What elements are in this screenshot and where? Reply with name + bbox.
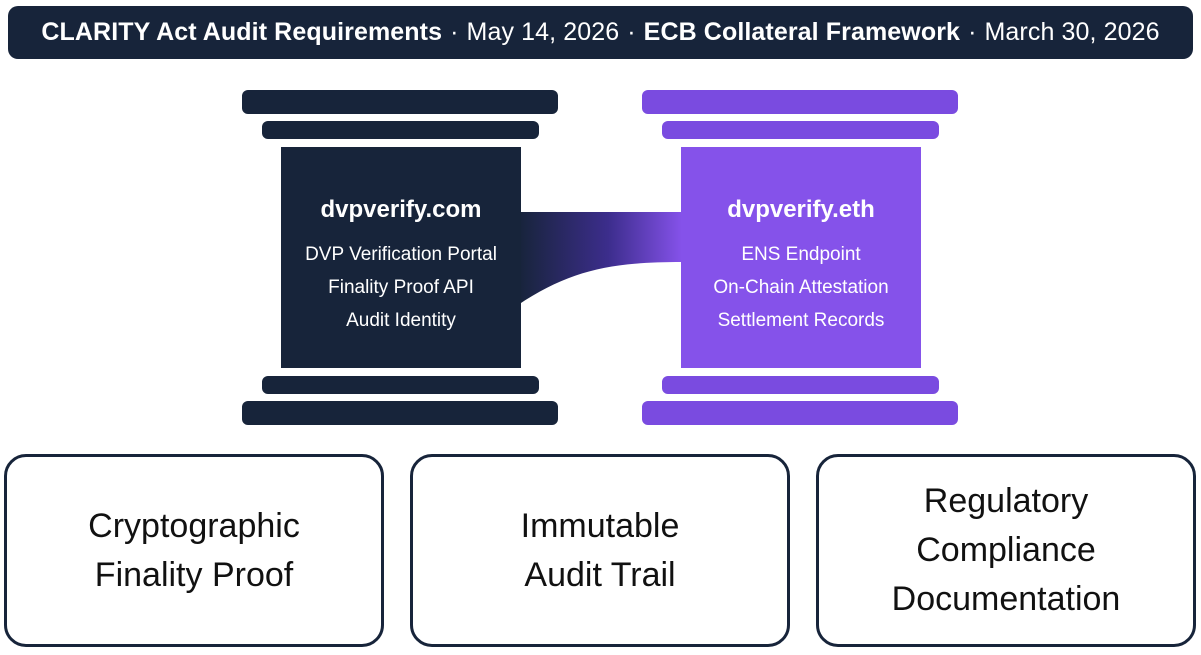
feature-box-finality-proof: Cryptographic Finality Proof: [4, 454, 384, 647]
right-pillar-line-1: ENS Endpoint: [741, 244, 861, 265]
feature-box-3-line-2: Compliance: [916, 531, 1096, 569]
left-pillar-line-3: Audit Identity: [346, 310, 456, 331]
banner-separator-3: ·: [968, 18, 977, 46]
left-pillar-body: dvpverify.com DVP Verification Portal Fi…: [281, 147, 521, 368]
right-pillar-body: dvpverify.eth ENS Endpoint On-Chain Atte…: [681, 147, 921, 368]
left-pillar-base-bottom: [242, 401, 558, 425]
left-pillar-title: dvpverify.com: [320, 196, 482, 223]
banner-item1-date: May 14, 2026: [466, 18, 620, 46]
feature-box-2-line-1: Immutable: [520, 506, 680, 545]
feature-box-1-line-2: Finality Proof: [94, 555, 294, 594]
right-pillar-line-3: Settlement Records: [717, 310, 885, 331]
left-pillar-line-2: Finality Proof API: [328, 277, 474, 298]
banner-item2-title: ECB Collateral Framework: [643, 18, 961, 46]
left-pillar-base-top: [262, 376, 539, 394]
feature-box-1-line-1: Cryptographic: [88, 506, 300, 545]
feature-box-3-line-1: Regulatory: [923, 482, 1089, 520]
right-pillar-capital-top: [642, 90, 958, 114]
left-pillar-line-1: DVP Verification Portal: [305, 244, 497, 265]
banner-separator-1: ·: [450, 18, 459, 46]
feature-box-3-line-3: Documentation: [891, 580, 1121, 618]
right-pillar-base-top: [662, 376, 939, 394]
right-pillar-base-bottom: [642, 401, 958, 425]
right-pillar-line-2: On-Chain Attestation: [713, 277, 889, 298]
banner-separator-2: ·: [627, 18, 636, 46]
feature-box-regulatory-compliance: Regulatory Compliance Documentation: [816, 454, 1196, 647]
left-pillar-capital-top: [242, 90, 558, 114]
header-banner: CLARITY Act Audit Requirements · May 14,…: [8, 6, 1193, 59]
banner-item2-date: March 30, 2026: [984, 18, 1160, 46]
feature-box-audit-trail: Immutable Audit Trail: [410, 454, 790, 647]
banner-item1-title: CLARITY Act Audit Requirements: [41, 18, 443, 46]
left-pillar-capital-bottom: [262, 121, 539, 139]
feature-box-2-line-2: Audit Trail: [524, 555, 676, 594]
right-pillar-capital-bottom: [662, 121, 939, 139]
right-pillar-title: dvpverify.eth: [727, 196, 875, 223]
bridge-shape: [518, 212, 682, 305]
